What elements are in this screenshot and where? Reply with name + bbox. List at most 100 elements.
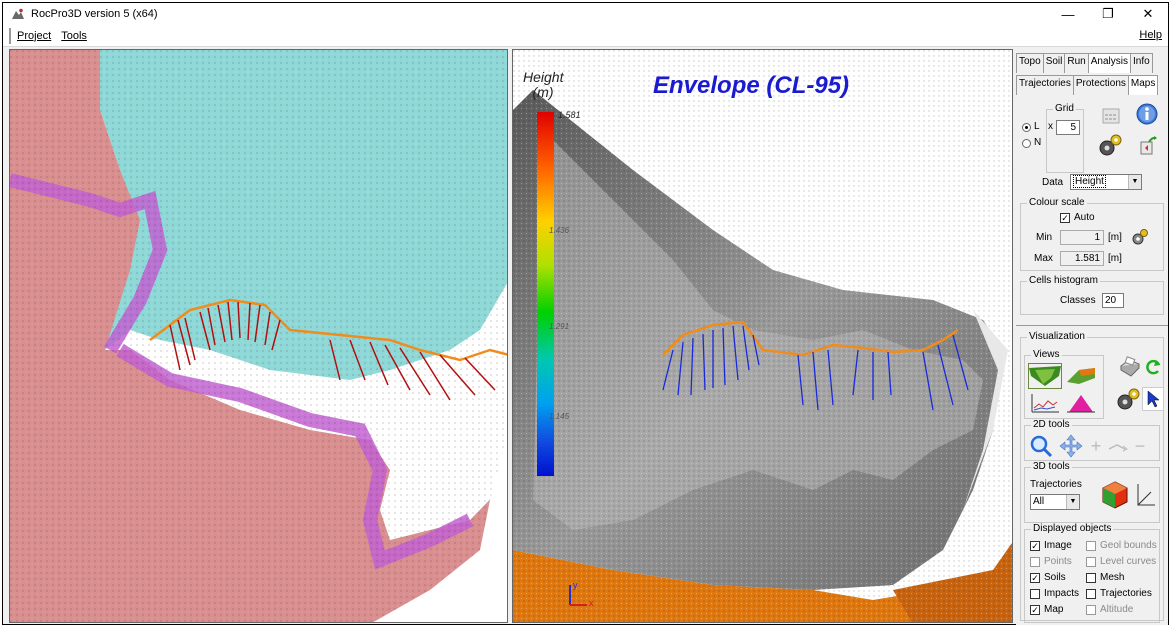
- soils-checkbox[interactable]: ✓: [1030, 573, 1040, 583]
- chevron-down-icon: ▼: [1128, 175, 1141, 189]
- grid-group-title: Grid: [1053, 103, 1076, 114]
- classes-input[interactable]: 20: [1102, 293, 1124, 308]
- view-settings-icon[interactable]: [1114, 385, 1142, 413]
- title-bar: RocPro3D version 5 (x64) — ❐ ✕: [3, 3, 1168, 25]
- map-2d-canvas[interactable]: [10, 50, 508, 623]
- legend-tick: 1.291: [549, 322, 570, 331]
- legend-max-value: 1.581: [558, 110, 581, 120]
- level-curves-checkbox[interactable]: [1086, 557, 1096, 567]
- points-checkbox[interactable]: [1030, 557, 1040, 567]
- mesh-checkbox[interactable]: [1086, 573, 1096, 583]
- grid-radio-n[interactable]: [1022, 139, 1031, 148]
- map-title: Envelope (CL-95): [653, 72, 850, 99]
- zoom-icon[interactable]: [1028, 433, 1054, 459]
- trajectories-select[interactable]: All ▼: [1030, 494, 1080, 510]
- menu-project[interactable]: Project: [17, 29, 52, 42]
- chevron-down-icon: ▼: [1066, 495, 1079, 509]
- legend-title-line1: Height: [523, 69, 564, 85]
- classes-label: Classes: [1060, 295, 1096, 306]
- visualization-group: Visualization: [1020, 331, 1164, 621]
- axis-x-label: x: [589, 598, 594, 608]
- analysis-tabs: Trajectories Protections Maps: [1016, 75, 1159, 95]
- close-button[interactable]: ✕: [1128, 3, 1168, 25]
- legend-tick: 1.145: [549, 412, 570, 421]
- trajectories-3d: [662, 325, 969, 411]
- tab-soil[interactable]: Soil: [1042, 53, 1066, 73]
- map-checkbox[interactable]: ✓: [1030, 605, 1040, 615]
- altitude-checkbox[interactable]: [1086, 605, 1096, 615]
- grid-group: Grid: [1046, 103, 1084, 173]
- minimize-icon: —: [1061, 6, 1075, 22]
- calculator-icon[interactable]: [1100, 105, 1122, 127]
- view-histogram-icon[interactable]: [1064, 391, 1098, 415]
- menu-help[interactable]: Help: [1139, 29, 1162, 41]
- release-line-3d: [662, 320, 959, 357]
- measure-icon[interactable]: [1106, 435, 1130, 457]
- remove-point-icon[interactable]: −: [1134, 435, 1146, 456]
- print-icon[interactable]: [1116, 355, 1142, 379]
- tab-run[interactable]: Run: [1064, 53, 1089, 73]
- grid-radio-l[interactable]: [1022, 123, 1031, 132]
- axis-gizmo-icon: [569, 585, 587, 606]
- trajectories-2d: [169, 301, 496, 401]
- level-curves-label: Level curves: [1100, 556, 1157, 567]
- axis-y-label: y: [573, 580, 578, 590]
- trajectories-checkbox[interactable]: [1086, 589, 1096, 599]
- block-3d-icon[interactable]: [1100, 479, 1130, 511]
- tab-maps[interactable]: Maps: [1127, 75, 1159, 95]
- app-logo-icon: [11, 8, 25, 20]
- histogram-title: Cells histogram: [1027, 275, 1100, 286]
- add-point-icon[interactable]: +: [1090, 435, 1102, 456]
- displayed-objects-title: Displayed objects: [1031, 523, 1114, 534]
- impacts-label: Impacts: [1044, 588, 1080, 599]
- view-profile-icon[interactable]: [1028, 391, 1062, 415]
- data-select[interactable]: Height ▼: [1070, 174, 1142, 190]
- tab-protections[interactable]: Protections: [1072, 75, 1129, 95]
- restore-icon: ❐: [1102, 6, 1114, 21]
- map-view-2d[interactable]: [9, 49, 508, 623]
- auto-checkbox[interactable]: ✓: [1060, 213, 1070, 223]
- points-label: Points: [1044, 556, 1072, 567]
- mesh-label: Mesh: [1100, 572, 1125, 583]
- geol-bounds-checkbox[interactable]: [1086, 541, 1096, 551]
- legend-title: Height (m): [523, 70, 563, 100]
- pointer-icon[interactable]: [1142, 387, 1164, 411]
- colour-scale-group: Colour scale: [1020, 197, 1164, 271]
- views-group: Views: [1024, 349, 1104, 419]
- map-3d-canvas[interactable]: [513, 50, 1013, 623]
- restore-button[interactable]: ❐: [1088, 3, 1128, 25]
- colour-scale-bar: [537, 112, 554, 476]
- minimize-button[interactable]: —: [1048, 3, 1088, 25]
- release-line: [149, 298, 507, 362]
- view-3d-green-icon[interactable]: [1028, 363, 1062, 389]
- legend-tick: 1.436: [549, 226, 570, 235]
- histogram-group: Cells histogram: [1020, 275, 1164, 315]
- scale-settings-icon[interactable]: [1130, 227, 1150, 247]
- tab-trajectories[interactable]: Trajectories: [1016, 75, 1074, 95]
- data-select-value: Height: [1073, 175, 1106, 188]
- view-3d-shaded-icon[interactable]: [1064, 363, 1098, 389]
- min-input[interactable]: 1: [1060, 230, 1104, 245]
- pan-icon[interactable]: [1058, 433, 1084, 459]
- tab-topo[interactable]: Topo: [1016, 53, 1044, 73]
- axes-icon[interactable]: [1134, 481, 1158, 509]
- window-title: RocPro3D version 5 (x64): [31, 8, 158, 20]
- refresh-icon[interactable]: [1142, 355, 1164, 379]
- map-view-3d[interactable]: Height (m) 1.581 1.436 1.291 1.145 Envel…: [512, 49, 1013, 623]
- min-unit: [m]: [1108, 232, 1122, 243]
- tab-info[interactable]: Info: [1129, 53, 1153, 73]
- image-checkbox[interactable]: ✓: [1030, 541, 1040, 551]
- grid-x-input[interactable]: 5: [1056, 120, 1080, 135]
- main-tabs: Topo Soil Run Analysis Info: [1016, 53, 1153, 73]
- max-unit: [m]: [1108, 253, 1122, 264]
- tab-analysis[interactable]: Analysis: [1087, 53, 1131, 73]
- settings-gears-icon[interactable]: [1096, 131, 1124, 159]
- impacts-checkbox[interactable]: [1030, 589, 1040, 599]
- max-input[interactable]: 1.581: [1060, 251, 1104, 266]
- menu-tools[interactable]: Tools: [61, 29, 87, 42]
- altitude-label: Altitude: [1100, 604, 1134, 615]
- export-icon[interactable]: [1136, 133, 1160, 157]
- grid-radio-n-label: N: [1034, 137, 1042, 148]
- info-icon[interactable]: [1134, 101, 1160, 127]
- tools-3d-title: 3D tools: [1031, 461, 1072, 472]
